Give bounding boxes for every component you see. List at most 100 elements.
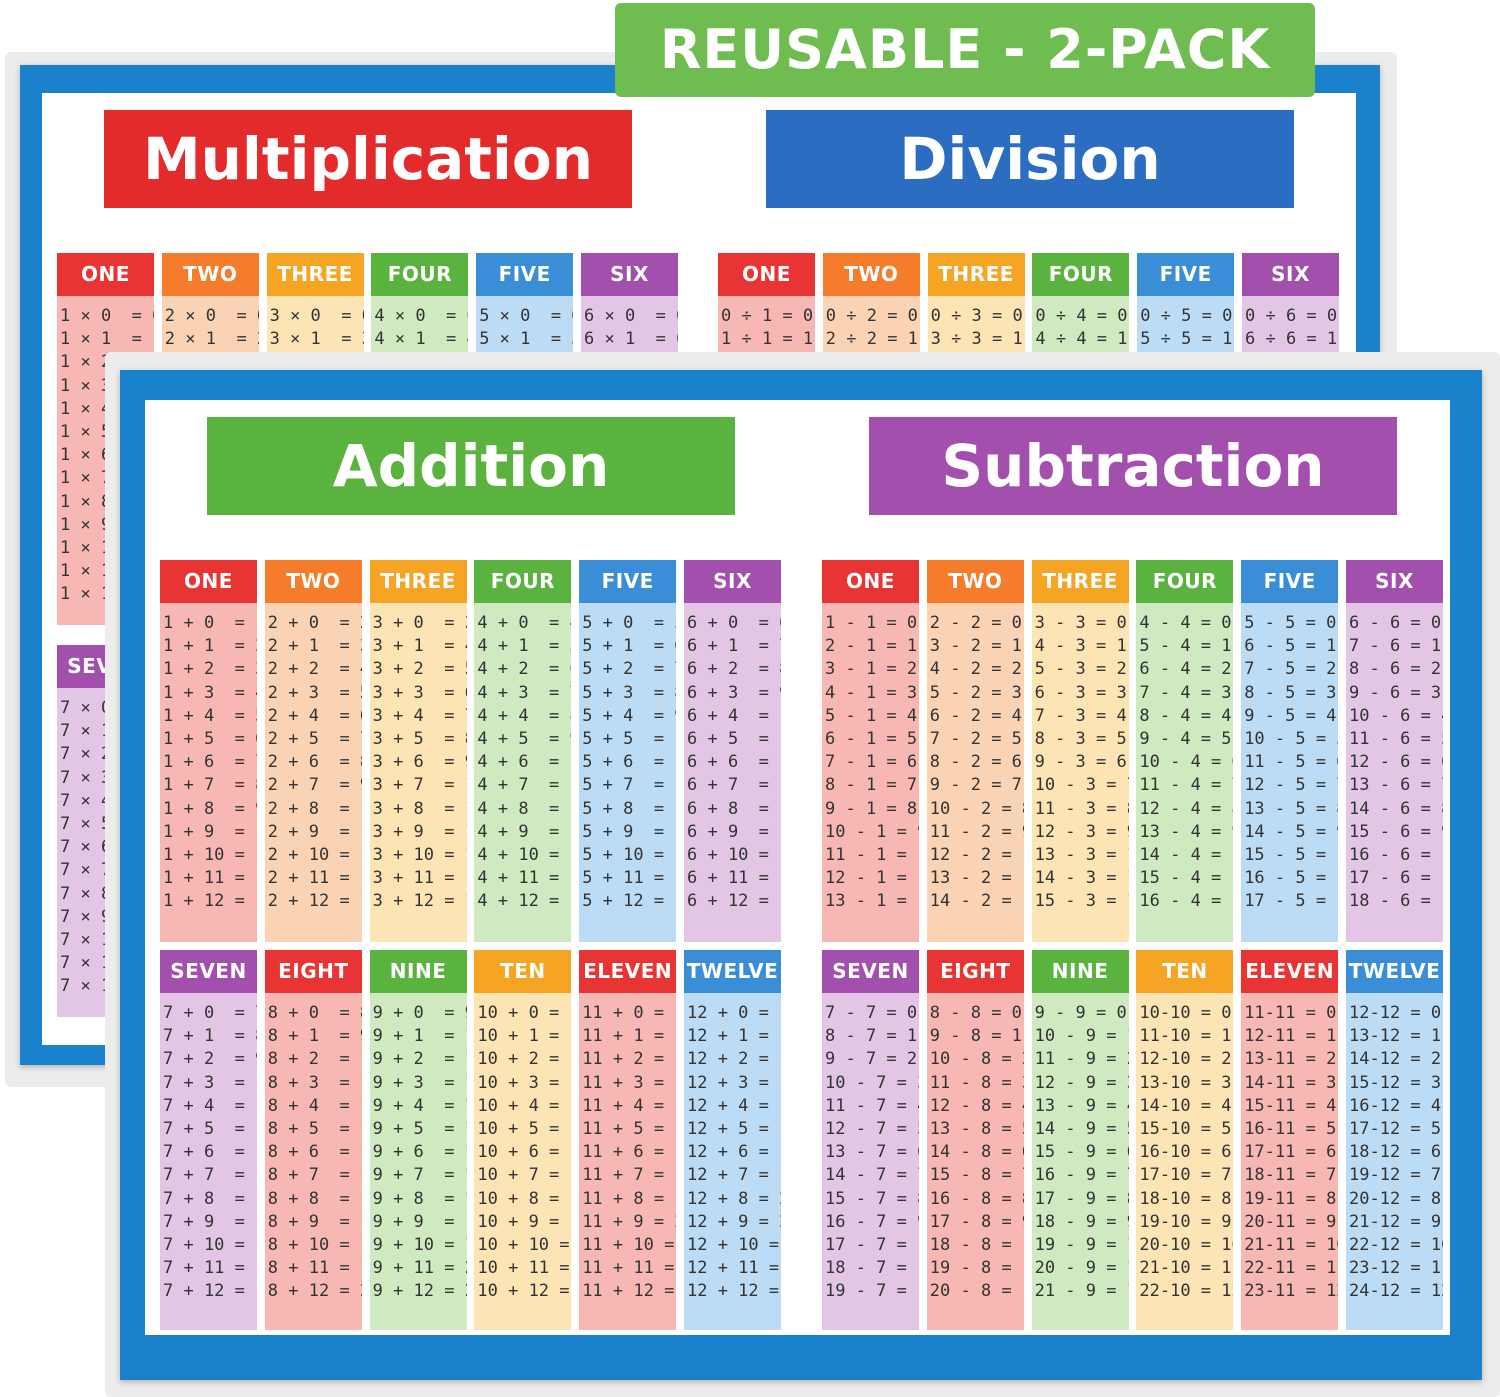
equation: 9 + 5 = 14 [372,1118,467,1139]
equation: 4 + 12 = 16 [477,891,571,912]
equation: 11 - 8 = 3 [929,1072,1024,1093]
equation: 10 + 3 = 13 [477,1072,571,1093]
multiplication-five-header: FIVE [476,253,574,296]
equation: 6 - 3 = 3 [1034,682,1127,703]
equation: 1 + 12 = 13 [163,891,257,912]
equation: 5 - 3 = 2 [1034,659,1127,680]
equation: 3 + 10 = 13 [372,844,467,865]
equation: 16 - 8 = 8 [929,1188,1024,1209]
equation: 10 - 5 = 5 [1244,728,1339,749]
subtraction-three-header: THREE [1031,560,1129,603]
multiplication-title: Multiplication [104,110,632,208]
division-one-header: ONE [718,253,815,296]
equation: 15 - 8 = 7 [929,1165,1024,1186]
equation: 9 + 10 = 19 [372,1234,467,1255]
equation: 6 × 0 = 0 [584,306,678,326]
equation: 1 + 5 = 6 [163,728,257,749]
equation: 12 + 6 = 18 [687,1142,781,1163]
equation: 4 + 6 = 10 [477,752,571,773]
equation: 7 - 3 = 4 [1034,705,1127,726]
equation: 19 - 8 = 11 [929,1258,1024,1279]
equation: 1 × 0 = 0 [60,306,154,326]
equation: 8 - 6 = 2 [1349,659,1442,680]
equation: 13 - 5 = 8 [1244,798,1339,819]
equation: 6 - 1 = 5 [825,728,918,749]
equation: 11 + 0 = 11 [582,1003,676,1023]
equation: 9 + 7 = 16 [372,1165,467,1186]
equation: 3 + 8 = 11 [372,798,467,819]
equation: 19-12 = 7 [1349,1165,1442,1186]
equation: 16-11 = 5 [1244,1118,1337,1139]
equation: 10 + 8 = 18 [477,1188,571,1209]
equation: 10 + 11 = 21 [477,1258,570,1279]
equation: 3 + 3 = 6 [372,682,467,703]
equation: 5 + 7 = 12 [582,775,676,796]
equation: 10 - 6 = 4 [1349,705,1443,726]
equation: 4 + 1 = 5 [477,636,572,657]
equation: 15 - 7 = 8 [825,1188,919,1209]
equation: 14 - 6 = 8 [1349,798,1443,819]
equation: 12 - 8 = 4 [929,1095,1024,1116]
equation: 16 - 6 = 10 [1349,844,1443,865]
equation: 8 + 12 = 20 [267,1281,362,1302]
equation: 11 + 4 = 15 [582,1095,676,1116]
equation: 6 ÷ 6 = 1 [1245,329,1338,350]
equation: 15-11 = 4 [1244,1095,1337,1116]
equation: 8 + 9 = 17 [267,1211,362,1232]
equation: 5 + 8 = 13 [582,798,676,819]
equation: 9 + 3 = 12 [372,1072,467,1093]
equation: 14-12 = 2 [1349,1049,1442,1070]
equation: 17 - 9 = 8 [1034,1188,1129,1209]
equation: 0 ÷ 1 = 0 [721,306,814,326]
equation: 5 + 11 = 16 [582,868,676,889]
equation: 11 + 3 = 14 [582,1072,676,1093]
addition-seven-header: SEVEN [160,950,257,993]
equation: 1 + 1 = 2 [163,636,257,657]
equation: 6 + 8 = 14 [687,798,781,819]
equation: 4 + 3 = 7 [477,682,572,703]
equation: 0 ÷ 2 = 0 [825,306,918,326]
equation: 14 - 2 = 12 [929,891,1024,912]
equation: 3 + 7 = 10 [372,775,467,796]
equation: 3 + 9 = 12 [372,821,467,842]
equation: 15-12 = 3 [1349,1072,1442,1093]
equation: 3 + 11 = 14 [372,868,467,889]
equation: 11 + 6 = 17 [582,1142,676,1163]
equation: 1 + 3 = 4 [163,682,257,703]
multiplication-three-header: THREE [266,253,364,296]
equation: 12 - 2 = 10 [929,844,1024,865]
equation: 18 - 6 = 12 [1349,891,1443,912]
equation: 13 - 9 = 4 [1034,1095,1129,1116]
equation: 3 + 1 = 4 [372,636,467,657]
addition-nine-body: 9 + 0 = 99 + 1 = 109 + 2 = 119 + 3 = 129… [369,993,467,1330]
equation: 7 + 11 = 18 [163,1258,257,1279]
equation: 7 + 9 = 16 [163,1211,257,1232]
equation: 12 - 9 = 3 [1034,1072,1129,1093]
equation: 12 + 2 = 14 [687,1049,781,1070]
equation: 11 - 5 = 6 [1244,752,1339,773]
equation: 19 - 7 = 12 [825,1281,919,1302]
equation: 9 - 4 = 5 [1139,728,1232,749]
equation: 22-12 = 10 [1349,1234,1443,1255]
subtraction-seven-header: SEVEN [822,950,919,993]
equation: 5 - 4 = 1 [1139,636,1232,657]
equation: 3 × 0 = 0 [269,306,364,326]
equation: 23-12 = 11 [1349,1258,1443,1279]
equation: 12 + 4 = 16 [687,1095,781,1116]
equation: 10 + 2 = 12 [477,1049,571,1070]
equation: 18-10 = 8 [1139,1188,1232,1209]
division-two-header: TWO [822,253,920,296]
